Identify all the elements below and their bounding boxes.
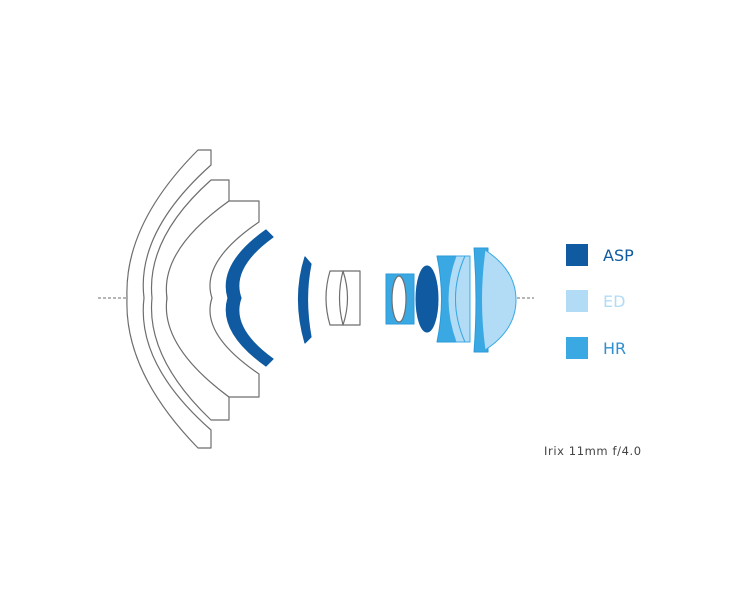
lens-element-asp-1 bbox=[225, 229, 274, 367]
lens-element-asp-2 bbox=[297, 256, 312, 344]
lens-element-doublet-a bbox=[325, 270, 344, 326]
lens-element-ed-3 bbox=[481, 249, 517, 351]
legend-item-asp: ASP bbox=[566, 243, 634, 267]
legend-label-hr: HR bbox=[603, 338, 627, 358]
lens-element-1 bbox=[126, 149, 212, 449]
lens-element-ed-2 bbox=[455, 255, 471, 343]
lens-caption: Irix 11mm f/4.0 bbox=[544, 444, 642, 458]
legend-swatch-ed bbox=[566, 290, 588, 312]
legend-label-ed: ED bbox=[603, 291, 626, 311]
legend-label-asp: ASP bbox=[603, 245, 634, 265]
legend-swatch-asp bbox=[566, 244, 588, 266]
lens-element-asp-3 bbox=[415, 265, 439, 333]
lens-element-3 bbox=[165, 200, 260, 398]
legend-item-hr: HR bbox=[566, 336, 626, 360]
lens-element-inner bbox=[391, 275, 407, 323]
legend-swatch-hr bbox=[566, 337, 588, 359]
legend-item-ed: ED bbox=[566, 289, 625, 313]
lens-element-doublet-b bbox=[342, 270, 361, 326]
